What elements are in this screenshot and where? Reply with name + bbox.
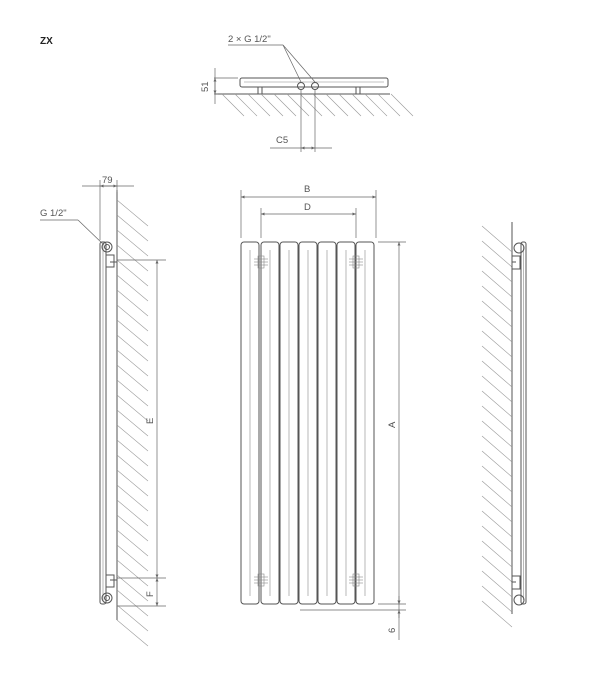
side-view-left: G 1/2" 79 E F xyxy=(40,175,166,647)
hatch-line xyxy=(481,285,513,313)
hatch-line xyxy=(247,93,271,117)
hatch-line xyxy=(481,540,513,568)
connection-left-icon xyxy=(297,82,305,90)
hatch-line xyxy=(481,375,513,403)
radiator-panel xyxy=(260,241,280,605)
hatch-line xyxy=(312,93,336,117)
hatch-line xyxy=(116,514,149,542)
top-view: 2 × G 1/2" 51 C5 xyxy=(200,34,414,152)
hatch-line xyxy=(116,304,149,332)
hatch-line xyxy=(273,93,297,117)
side-view-right xyxy=(481,222,527,628)
hatch-line xyxy=(299,93,323,117)
radiator-panel xyxy=(317,241,337,605)
hatch-line xyxy=(390,93,414,117)
hatch-line xyxy=(481,510,513,538)
label-dim-6: 6 xyxy=(387,628,398,633)
hatch-line xyxy=(116,229,149,257)
hatch-line xyxy=(116,349,149,377)
hatch-line xyxy=(351,93,375,117)
radiator-panel xyxy=(240,241,260,605)
hatch-line xyxy=(481,390,513,418)
label-dim-79: 79 xyxy=(102,175,113,186)
hatch-line xyxy=(221,93,245,117)
hatch-line xyxy=(481,450,513,478)
hatch-line xyxy=(481,420,513,448)
hatch-line xyxy=(481,555,513,583)
connection-top-icon xyxy=(101,241,113,253)
hatch-line xyxy=(116,499,149,527)
hatch-line xyxy=(481,585,513,613)
label-dim-d: D xyxy=(304,202,311,213)
hatch-line xyxy=(116,454,149,482)
hatch-line xyxy=(116,409,149,437)
hatch-line xyxy=(116,424,149,452)
hatch-line xyxy=(116,529,149,557)
hatch-line xyxy=(364,93,388,117)
hatch-line xyxy=(481,315,513,343)
radiator-panel xyxy=(336,241,356,605)
label-dim-51: 51 xyxy=(200,81,211,92)
hatch-line xyxy=(481,435,513,463)
radiator-panel xyxy=(355,241,375,605)
hatch-line xyxy=(481,255,513,283)
radiator-panel xyxy=(298,241,318,605)
hatch-line xyxy=(116,559,149,587)
label-dim-c5: C5 xyxy=(276,135,288,146)
model-title: ZX xyxy=(40,36,53,47)
hatch-line xyxy=(481,495,513,523)
hatch-line xyxy=(325,93,349,117)
hatch-line xyxy=(481,300,513,328)
hatch-line xyxy=(116,289,149,317)
hatch-line xyxy=(481,600,513,628)
hatch-line xyxy=(481,570,513,598)
hatch-line xyxy=(116,484,149,512)
hatch-line xyxy=(481,330,513,358)
hatch-line xyxy=(116,379,149,407)
hatch-line xyxy=(116,199,149,227)
label-dim-f: F xyxy=(145,591,156,597)
hatch-line xyxy=(116,259,149,287)
hatch-line xyxy=(116,334,149,362)
label-dim-a: A xyxy=(387,421,398,428)
hatch-line xyxy=(481,405,513,433)
hatch-line xyxy=(116,604,149,632)
label-dim-e: E xyxy=(145,418,156,424)
connection-right-icon xyxy=(311,82,319,90)
hatch-line xyxy=(260,93,284,117)
connection-right-top-icon xyxy=(513,242,525,254)
hatch-line xyxy=(116,364,149,392)
hatch-line xyxy=(234,93,258,117)
hatch-line xyxy=(481,480,513,508)
hatch-line xyxy=(116,619,149,647)
label-connection-side: G 1/2" xyxy=(40,208,67,219)
front-view: B D A 6 xyxy=(240,184,406,640)
hatch-line xyxy=(116,589,149,617)
hatch-line xyxy=(286,93,310,117)
hatch-line xyxy=(338,93,362,117)
connection-bottom-icon xyxy=(101,592,113,604)
hatch-line xyxy=(116,469,149,497)
hatch-line xyxy=(481,360,513,388)
hatch-line xyxy=(116,574,149,602)
hatch-line xyxy=(481,345,513,373)
hatch-line xyxy=(116,244,149,272)
radiator-panel xyxy=(279,241,299,605)
hatch-line xyxy=(116,544,149,572)
hatch-line xyxy=(481,270,513,298)
connection-right-bottom-icon xyxy=(513,594,525,606)
label-connection-top: 2 × G 1/2" xyxy=(228,34,271,45)
hatch-line xyxy=(116,214,149,242)
hatch-line xyxy=(116,274,149,302)
hatch-line xyxy=(481,225,513,253)
hatch-line xyxy=(377,93,401,117)
hatch-line xyxy=(481,465,513,493)
hatch-line xyxy=(481,525,513,553)
hatch-line xyxy=(481,240,513,268)
hatch-line xyxy=(116,439,149,467)
hatch-line xyxy=(116,319,149,347)
label-dim-b: B xyxy=(304,184,310,195)
hatch-line xyxy=(116,394,149,422)
